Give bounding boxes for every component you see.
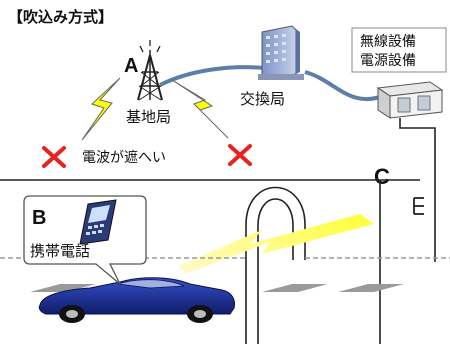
cable-base-to-exchange [159, 65, 266, 87]
label-blocked: 電波が遮へい [82, 150, 166, 166]
cable-exchange-to-equipment [304, 70, 386, 102]
mobile-phone-icon [79, 199, 117, 245]
lightning-icon [81, 77, 121, 141]
car [38, 277, 235, 323]
label-exchange: 交換局 [240, 90, 285, 108]
label-power-equipment: 電源設備 [360, 53, 416, 69]
radio-beam [178, 214, 374, 274]
blocked-x-icon [228, 144, 252, 166]
tunnel-antenna [413, 197, 424, 215]
label-a: A [124, 55, 138, 77]
base-station-tower [137, 40, 163, 101]
lightning-icon [171, 79, 229, 139]
label-b: B [32, 207, 46, 229]
tunnel [0, 179, 420, 344]
equipment-label-box [351, 27, 447, 73]
label-mobile-phone: 携帯電話 [30, 242, 90, 260]
label-base-station: 基地局 [126, 108, 171, 126]
title: 【吹込み方式】 [8, 8, 113, 26]
label-c: C [374, 164, 390, 189]
label-radio-equipment: 無線設備 [360, 34, 416, 50]
blocked-x-icon [42, 146, 66, 168]
exchange-building [258, 25, 304, 80]
cable-to-antenna [399, 118, 436, 262]
equipment-cabinet [376, 81, 444, 119]
